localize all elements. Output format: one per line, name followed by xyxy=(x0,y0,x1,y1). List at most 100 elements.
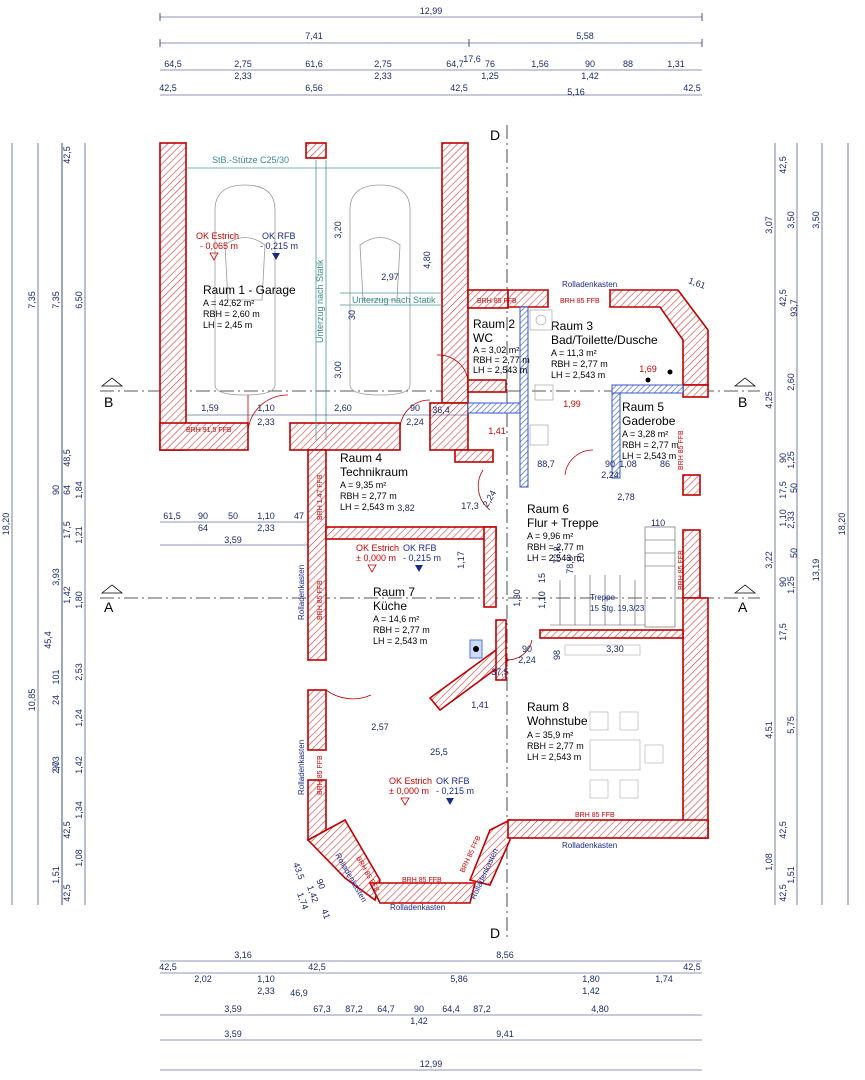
dim-left5-1: 48,5 xyxy=(62,449,72,467)
room-labels: Raum 1 - Garage A = 42,62 m² RBH = 2,60 … xyxy=(203,283,679,762)
dim-bot4-1: 9,41 xyxy=(496,1029,514,1039)
inner-dim-0: 1,59 xyxy=(201,403,219,413)
room-bad-subtitle: Bad/Toilette/Dusche xyxy=(551,333,658,347)
rolladen-left-1: Rolladenkasten xyxy=(297,565,306,620)
inner-dim-33: 90 xyxy=(198,511,208,521)
level-markers: OK Estrich - 0,065 m OK RFB - 0,215 m OK… xyxy=(196,231,474,806)
dim-right5-4: 17,5 xyxy=(778,481,788,499)
inner-dim-46: 73,8 xyxy=(552,546,562,564)
inner-dim-4: 36,4 xyxy=(432,405,450,415)
walls xyxy=(159,142,709,904)
dim-top3-5: 17,6 xyxy=(463,54,481,64)
section-a-left: A xyxy=(104,599,114,615)
dim-bot-total: 12,99 xyxy=(420,1059,443,1069)
section-b-left: B xyxy=(104,394,113,410)
dim-bot3-1: 67,3 xyxy=(313,1004,331,1014)
dim-top2-b: 5,58 xyxy=(576,31,594,41)
garage-estrich-label: OK Estrich xyxy=(196,231,239,241)
room-technik-subtitle: Technikraum xyxy=(340,465,408,479)
inner-dim-16: 110 xyxy=(651,518,665,528)
rolladen-left-2: Rolladenkasten xyxy=(297,740,306,795)
room-flur-title: Raum 6 xyxy=(527,502,569,516)
brh-kueche-2: BRH 85 FFB xyxy=(317,755,324,795)
dim-left5-4: 17,5 xyxy=(62,521,72,539)
dim-right-total: 18,20 xyxy=(837,513,847,536)
room-gaderobe-title: Raum 5 xyxy=(622,400,664,414)
inner-dim-38: 2,33 xyxy=(257,523,275,533)
inner-dim-42: 37,5 xyxy=(491,667,509,677)
dim-right3-6: 1,51 xyxy=(786,866,796,884)
dim-top2-a: 7,41 xyxy=(305,31,323,41)
room-gaderobe-rbh: RBH = 2,77 m xyxy=(622,440,679,450)
dim-top4-3: 5,16 xyxy=(567,87,585,97)
dim-right5-6: 1,10 xyxy=(778,509,788,527)
inner-dim-29: 3,00 xyxy=(333,361,343,379)
dim-bot2-2: 1,10 xyxy=(257,974,275,984)
kitchen-rfb-value: - 0,215 m xyxy=(403,553,441,563)
inner-dim-18: 17,3 xyxy=(461,501,479,511)
room-technik-title: Raum 4 xyxy=(340,451,382,465)
dim-bot2b-2: 1,42 xyxy=(582,986,600,996)
brh-wc: BRH 85 FFB xyxy=(477,298,517,305)
garage-rfb-value: - 0,215 m xyxy=(260,241,298,251)
dim-right3-0: 3,50 xyxy=(786,211,796,229)
garage-estrich-value: - 0,065 m xyxy=(200,241,238,251)
dim-left4-4: 2,53 xyxy=(74,663,84,681)
dim-right5-11: 42,5 xyxy=(778,884,788,902)
dim-top3-6: 76 xyxy=(485,59,495,69)
dim-left3-2: 2,73 xyxy=(51,756,61,774)
dim-bot2-3: 42,5 xyxy=(308,962,326,972)
room-wc: Raum 2 WC A = 3,02 m² RBH = 2,77 m LH = … xyxy=(473,317,530,375)
room-flur-subtitle: Flur + Treppe xyxy=(527,516,599,530)
room-bad: Raum 3 Bad/Toilette/Dusche A = 11,3 m² R… xyxy=(551,319,658,380)
inner-dim-37: 64 xyxy=(198,523,208,533)
stairs-steps: 15 Stg. 19,3/23 xyxy=(590,604,645,613)
inner-dim-34: 50 xyxy=(228,511,238,521)
room-garage-area: A = 42,62 m² xyxy=(203,298,254,308)
inner-dim-40: 98 xyxy=(552,650,562,660)
stairs-label: Treppe xyxy=(590,593,616,602)
dim-bot2-4: 5,86 xyxy=(450,974,468,984)
dim-left5-9: 90 xyxy=(51,761,61,771)
inner-dim-7: 1,41 xyxy=(488,426,506,436)
brh-gaderobe: BRH 85 FFB xyxy=(678,430,685,470)
room-flur-lh: LH = 2,543 m xyxy=(527,553,581,563)
dim-left4-0: 6,50 xyxy=(74,291,84,309)
room-gaderobe-lh: LH = 2,543 m xyxy=(622,451,676,461)
dim-bot3-5: 64,4 xyxy=(442,1004,460,1014)
dim-bot3-4: 90 xyxy=(414,1004,424,1014)
inner-dim-13: 86 xyxy=(660,459,670,469)
dim-top3-4: 64,7 xyxy=(446,59,464,69)
inner-dim-48: 10 xyxy=(576,553,586,563)
room-bad-rbh: RBH = 2,77 m xyxy=(551,359,608,369)
dim-bot4-0: 3,59 xyxy=(224,1029,242,1039)
dim-top3-2: 61,6 xyxy=(305,59,323,69)
living-rfb-label: OK RFB xyxy=(436,776,470,786)
room-kueche-lh: LH = 2,543 m xyxy=(373,636,427,646)
inner-dim-10: 88,7 xyxy=(537,459,555,469)
kitchen-rfb-marker xyxy=(415,565,423,572)
inner-dim-17: 3,82 xyxy=(397,503,415,513)
dim-left4-1: 1,84 xyxy=(74,481,84,499)
inner-dim-30: 30 xyxy=(347,310,357,320)
dim-right4-2: 3,22 xyxy=(764,551,774,569)
inner-dim-24: 3,30 xyxy=(606,644,624,654)
dim-top4-2: 42,5 xyxy=(450,83,468,93)
inner-dim-39: 3,59 xyxy=(224,535,242,545)
inner-dim-25: 2,24 xyxy=(518,655,536,665)
dim-bot3-0: 3,59 xyxy=(224,1004,242,1014)
dim-bot2-7: 42,5 xyxy=(683,962,701,972)
room-wohnstube-area: A = 35,9 m² xyxy=(527,730,573,740)
living-estrich-value: ± 0,000 m xyxy=(389,786,429,796)
dim-left4-5: 1,24 xyxy=(74,709,84,727)
living-rfb-value: - 0,215 m xyxy=(436,786,474,796)
room-wohnstube-title: Raum 8 xyxy=(527,700,569,714)
dim-top3-9: 88 xyxy=(623,59,633,69)
inner-dim-47: 78,8 xyxy=(565,556,575,574)
dim-bot3-2: 87,2 xyxy=(345,1004,363,1014)
inner-dim-2: 2,60 xyxy=(334,403,352,413)
dim-left3-3: 1,51 xyxy=(51,866,61,884)
left-dimensions: 18,20 7,35 10,85 7,35 3,93 2,73 1,51 6,5… xyxy=(1,143,86,905)
dim-top3-3: 2,75 xyxy=(374,59,392,69)
